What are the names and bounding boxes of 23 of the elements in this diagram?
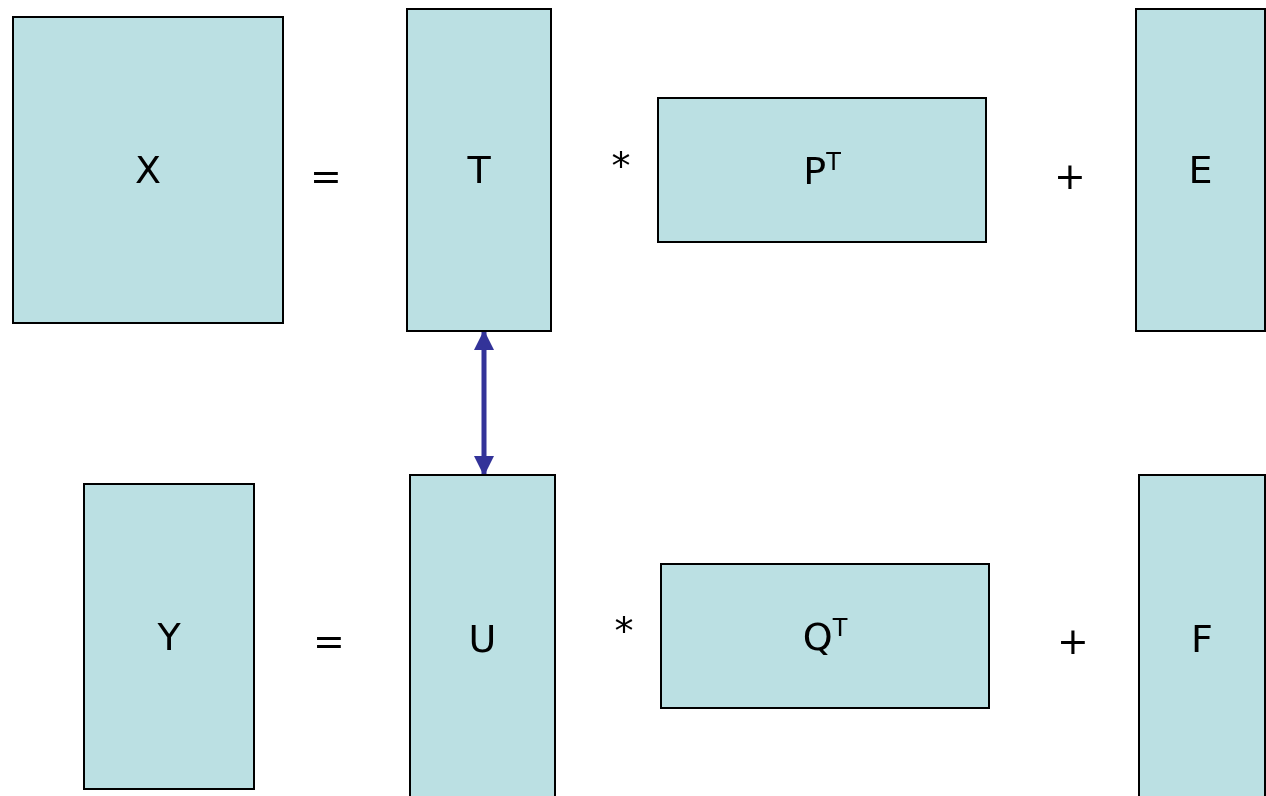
matrix-box: [83, 483, 255, 790]
matrix-box: [406, 8, 552, 332]
matrix-box: [409, 474, 556, 796]
operator-sign: +: [1054, 157, 1086, 195]
operator-sign: +: [1057, 622, 1089, 660]
operator-sign: =: [313, 622, 345, 660]
matrix-label: T: [467, 148, 491, 192]
matrix-box: [12, 16, 284, 324]
matrix-box: [1135, 8, 1266, 332]
matrix-label: F: [1191, 617, 1213, 661]
matrix-label: P$^{T}$: [803, 147, 841, 193]
matrix-box: [660, 563, 990, 709]
operator-sign: *: [614, 612, 634, 650]
matrix-label: Y: [157, 614, 181, 659]
matrix-label: X: [134, 148, 161, 192]
matrix-box: [1138, 474, 1266, 796]
matrix-label: Q$^{T}$: [802, 613, 848, 659]
matrix-box: [657, 97, 987, 243]
matrix-label: E: [1188, 148, 1213, 192]
operator-sign: *: [611, 147, 631, 185]
matrix-label: U: [468, 617, 497, 661]
double-arrow: [474, 330, 494, 476]
operator-sign: =: [310, 157, 342, 195]
